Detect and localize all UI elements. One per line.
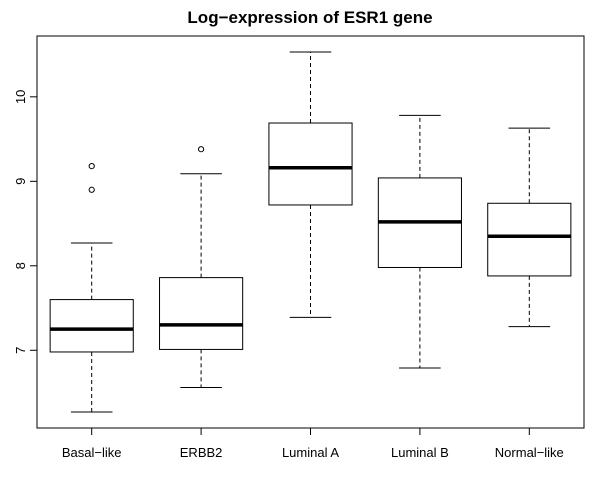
y-tick-label: 7 bbox=[13, 347, 28, 354]
x-tick-label: ERBB2 bbox=[180, 445, 223, 460]
iqr-box bbox=[487, 202, 572, 277]
iqr-box bbox=[268, 122, 353, 206]
iqr-box bbox=[159, 277, 244, 350]
x-tick-label: Luminal A bbox=[282, 445, 339, 460]
y-tick-label: 10 bbox=[13, 90, 28, 104]
y-tick-label: 8 bbox=[13, 262, 28, 269]
chart-title: Log−expression of ESR1 gene bbox=[187, 8, 432, 27]
outlier-point bbox=[198, 146, 205, 153]
x-tick-label: Basal−like bbox=[62, 445, 122, 460]
outlier-point bbox=[88, 186, 95, 193]
iqr-box bbox=[49, 299, 134, 353]
x-tick-label: Luminal B bbox=[391, 445, 449, 460]
y-tick-label: 9 bbox=[13, 178, 28, 185]
outlier-point bbox=[88, 163, 95, 170]
x-tick-label: Normal−like bbox=[495, 445, 564, 460]
